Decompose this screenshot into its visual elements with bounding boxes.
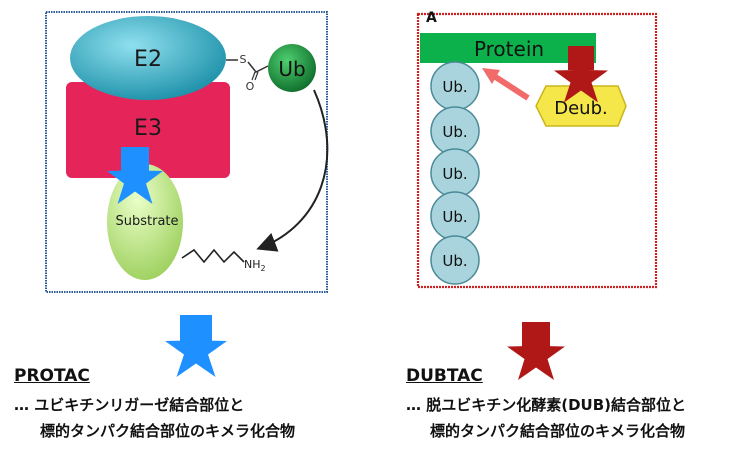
amine-label: NH2 bbox=[244, 258, 266, 273]
dubtac-marker-legend bbox=[507, 322, 565, 380]
ub-bead-label: Ub. bbox=[442, 165, 467, 183]
protac-marker-inner bbox=[107, 147, 163, 204]
sulfur-label: S bbox=[240, 53, 247, 66]
e2-ellipse bbox=[70, 16, 226, 100]
protac-desc-line1: … ユビキチンリガーゼ結合部位と bbox=[14, 396, 245, 414]
ub-small-circle bbox=[268, 44, 316, 92]
ub-chain: Ub. Ub. Ub. Ub. Ub. bbox=[430, 61, 480, 285]
ub-bead-label: Ub. bbox=[442, 208, 467, 226]
deub-shape bbox=[535, 85, 627, 127]
dubtac-desc-line2: 標的タンパク結合部位のキメラ化合物 bbox=[430, 422, 686, 440]
thioester-bond bbox=[226, 59, 269, 73]
e2-label: E2 bbox=[134, 47, 162, 72]
dubtac-frame bbox=[416, 12, 658, 289]
oxygen-label: O bbox=[246, 80, 255, 93]
cleave-arrow bbox=[482, 68, 530, 101]
substrate-label: Substrate bbox=[115, 214, 178, 229]
ub-bead-label: Ub. bbox=[442, 78, 467, 96]
ub-small-label: Ub bbox=[278, 57, 305, 81]
protein-label: Protein bbox=[474, 37, 544, 61]
protein-bar bbox=[420, 33, 596, 63]
dubtac-corner-label: A bbox=[426, 10, 437, 26]
deub-label: Deub. bbox=[554, 98, 608, 119]
lysine-chain bbox=[181, 248, 245, 264]
transfer-arrow bbox=[256, 89, 329, 252]
dubtac-desc-line1: … 脱ユビキチン化酵素(DUB)結合部位と bbox=[406, 396, 686, 414]
dubtac-title: DUBTAC bbox=[406, 366, 483, 386]
e3-block bbox=[66, 82, 230, 178]
carbonyl-bond bbox=[251, 71, 259, 81]
protac-marker-legend bbox=[165, 315, 227, 377]
e3-label: E3 bbox=[134, 116, 162, 141]
ub-bead bbox=[430, 235, 480, 285]
dubtac-marker-inner bbox=[554, 46, 608, 103]
protac-title: PROTAC bbox=[14, 366, 90, 386]
ub-bead-label: Ub. bbox=[442, 252, 467, 270]
protac-desc-line2: 標的タンパク結合部位のキメラ化合物 bbox=[40, 422, 296, 440]
ub-bead-label: Ub. bbox=[442, 123, 467, 141]
